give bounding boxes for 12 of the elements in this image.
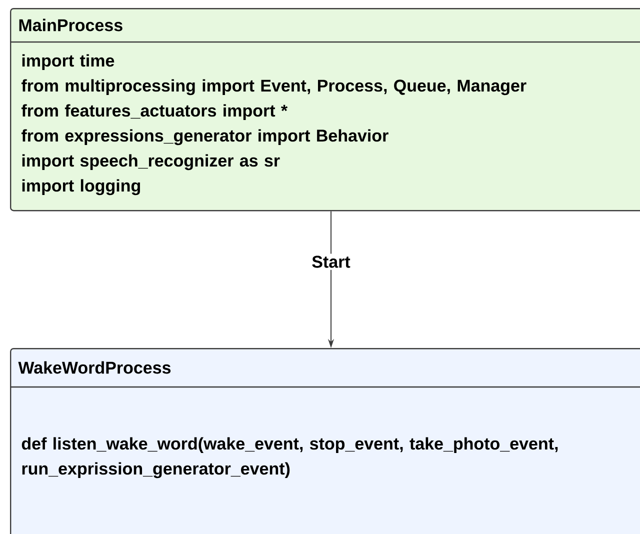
code-line: def listen_wake_word(wake_event, stop_event, take_photo_event, run_exprission_generator_event) [22, 437, 558, 478]
process-box [10, 8, 640, 212]
code-line: from expressions_generator import Behavior [22, 129, 388, 146]
code-line: import speech_recognizer as sr [22, 154, 280, 170]
code-line: from multiprocessing import Event, Process, Queue, Manager [22, 79, 526, 96]
heading: WakeWordProcess [18, 361, 171, 374]
code-line: import time [22, 54, 114, 70]
code-line: import logging [22, 179, 140, 196]
code-line: from features_actuators import * [22, 104, 288, 120]
heading: MainProcess [19, 18, 122, 32]
edge-label: Start [310, 254, 352, 270]
process-box [10, 348, 640, 534]
